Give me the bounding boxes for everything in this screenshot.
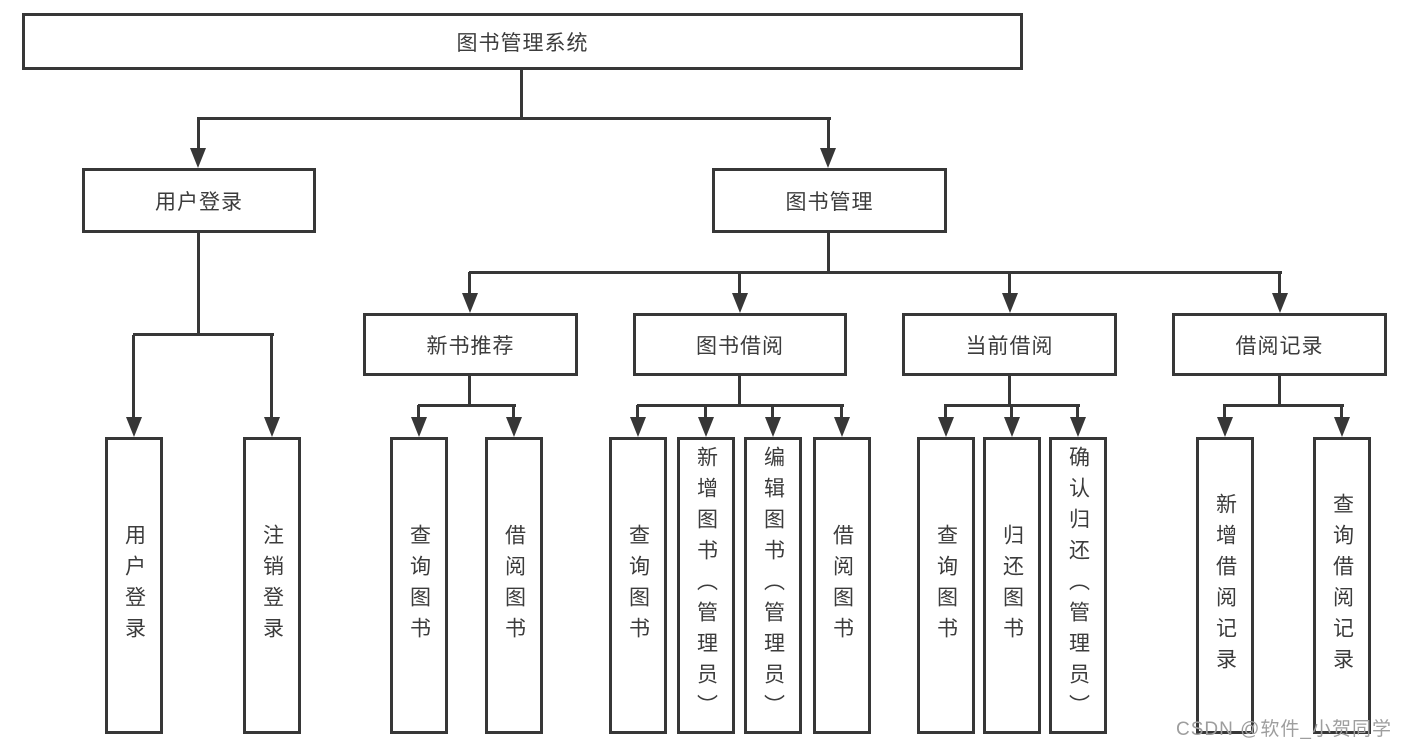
node-book-borrow-label: 图书借阅	[696, 334, 784, 358]
leaf-add-book-admin: 新增图书（管理员）	[677, 437, 735, 734]
leaf-confirm-return-admin: 确认归还（管理员）	[1049, 437, 1107, 734]
node-user-login-label: 用户登录	[155, 190, 243, 214]
arrowhead-down-icon	[698, 417, 714, 437]
leaf-query-book-recommend: 查询图书	[390, 437, 448, 734]
leaf-logout-login-label: 注销登录	[260, 523, 284, 648]
connector-user-login-feed	[197, 231, 200, 335]
connector-drop-group	[468, 272, 471, 296]
node-user-login: 用户登录	[82, 168, 316, 233]
node-borrow-records: 借阅记录	[1172, 313, 1387, 376]
leaf-edit-book-admin-label: 编辑图书（管理员）	[761, 446, 785, 725]
connector-drop-leaf	[1223, 405, 1226, 420]
arrowhead-down-icon	[765, 417, 781, 437]
connector-book-mgmt-feed	[827, 231, 830, 274]
connector-group-feed	[738, 375, 741, 407]
leaf-query-book-current-label: 查询图书	[934, 523, 958, 648]
connector-group-bar	[637, 404, 844, 407]
leaf-borrow-book-recommend-label: 借阅图书	[502, 523, 526, 648]
node-book-management: 图书管理	[712, 168, 947, 233]
leaf-query-book-borrow: 查询图书	[609, 437, 667, 734]
arrowhead-down-icon	[1272, 293, 1288, 313]
connector-group-bar	[418, 404, 516, 407]
arrowhead-down-icon	[126, 417, 142, 437]
node-current-borrow: 当前借阅	[902, 313, 1117, 376]
connector-drop-leaf	[944, 405, 947, 420]
node-new-book-recommend: 新书推荐	[363, 313, 578, 376]
connector-drop-leaf	[840, 405, 843, 420]
arrowhead-down-icon	[1004, 417, 1020, 437]
node-library-system: 图书管理系统	[22, 13, 1023, 70]
connector-drop-leaf	[270, 335, 273, 419]
leaf-user-login-label: 用户登录	[122, 523, 146, 648]
arrowhead-down-icon	[732, 293, 748, 313]
leaf-edit-book-admin: 编辑图书（管理员）	[744, 437, 802, 734]
arrowhead-down-icon	[411, 417, 427, 437]
arrowhead-down-icon	[834, 417, 850, 437]
leaf-return-book: 归还图书	[983, 437, 1041, 734]
connector-user-login-bar	[133, 333, 274, 336]
node-current-borrow-label: 当前借阅	[965, 334, 1054, 358]
leaf-query-borrow-record-label: 查询借阅记录	[1330, 492, 1354, 679]
node-book-management-label: 图书管理	[785, 190, 874, 214]
arrowhead-down-icon	[1070, 417, 1086, 437]
connector-drop-leaf	[1340, 405, 1343, 420]
node-borrow-records-label: 借阅记录	[1235, 334, 1324, 358]
arrowhead-down-icon	[1334, 417, 1350, 437]
arrowhead-down-icon	[820, 148, 836, 168]
arrowhead-down-icon	[506, 417, 522, 437]
arrowhead-down-icon	[264, 417, 280, 437]
connector-drop-group	[738, 272, 741, 296]
connector-drop-group	[1278, 272, 1281, 296]
leaf-add-borrow-record-label: 新增借阅记录	[1213, 492, 1237, 679]
arrowhead-down-icon	[462, 293, 478, 313]
leaf-query-book-borrow-label: 查询图书	[626, 523, 650, 648]
leaf-return-book-label: 归还图书	[1000, 523, 1024, 648]
node-book-borrow: 图书借阅	[633, 313, 847, 376]
leaf-confirm-return-admin-label: 确认归还（管理员）	[1066, 446, 1090, 725]
connector-group-feed	[468, 375, 471, 407]
leaf-logout-login: 注销登录	[243, 437, 301, 734]
connector-root-feed	[520, 68, 523, 118]
leaf-query-borrow-record: 查询借阅记录	[1313, 437, 1371, 734]
leaf-add-borrow-record: 新增借阅记录	[1196, 437, 1254, 734]
leaf-borrow-book: 借阅图书	[813, 437, 871, 734]
csdn-watermark: CSDN @软件_小贺同学	[1176, 719, 1392, 740]
connector-book-mgmt-bar	[469, 271, 1282, 274]
connector-drop-book-mgmt	[827, 118, 830, 150]
connector-drop-leaf	[1010, 405, 1013, 420]
connector-drop-group	[1008, 272, 1011, 296]
leaf-query-book-recommend-label: 查询图书	[407, 523, 431, 648]
connector-drop-leaf	[636, 405, 639, 420]
connector-drop-leaf	[132, 335, 135, 419]
leaf-query-book-current: 查询图书	[917, 437, 975, 734]
node-new-book-recommend-label: 新书推荐	[426, 334, 515, 358]
arrowhead-down-icon	[630, 417, 646, 437]
leaf-borrow-book-recommend: 借阅图书	[485, 437, 543, 734]
arrowhead-down-icon	[1217, 417, 1233, 437]
arrowhead-down-icon	[1002, 293, 1018, 313]
arrowhead-down-icon	[190, 148, 206, 168]
connector-root-bar	[197, 117, 831, 120]
connector-group-feed	[1008, 375, 1011, 407]
connector-drop-leaf	[512, 405, 515, 420]
connector-drop-leaf	[1076, 405, 1079, 420]
connector-drop-leaf	[771, 405, 774, 420]
leaf-borrow-book-label: 借阅图书	[830, 523, 854, 648]
arrowhead-down-icon	[938, 417, 954, 437]
connector-group-bar	[1223, 404, 1344, 407]
connector-drop-leaf	[704, 405, 707, 420]
connector-drop-user-login	[197, 118, 200, 150]
leaf-user-login: 用户登录	[105, 437, 163, 734]
leaf-add-book-admin-label: 新增图书（管理员）	[694, 446, 718, 725]
node-library-system-label: 图书管理系统	[456, 31, 589, 55]
connector-drop-leaf	[417, 405, 420, 420]
connector-group-feed	[1278, 375, 1281, 407]
